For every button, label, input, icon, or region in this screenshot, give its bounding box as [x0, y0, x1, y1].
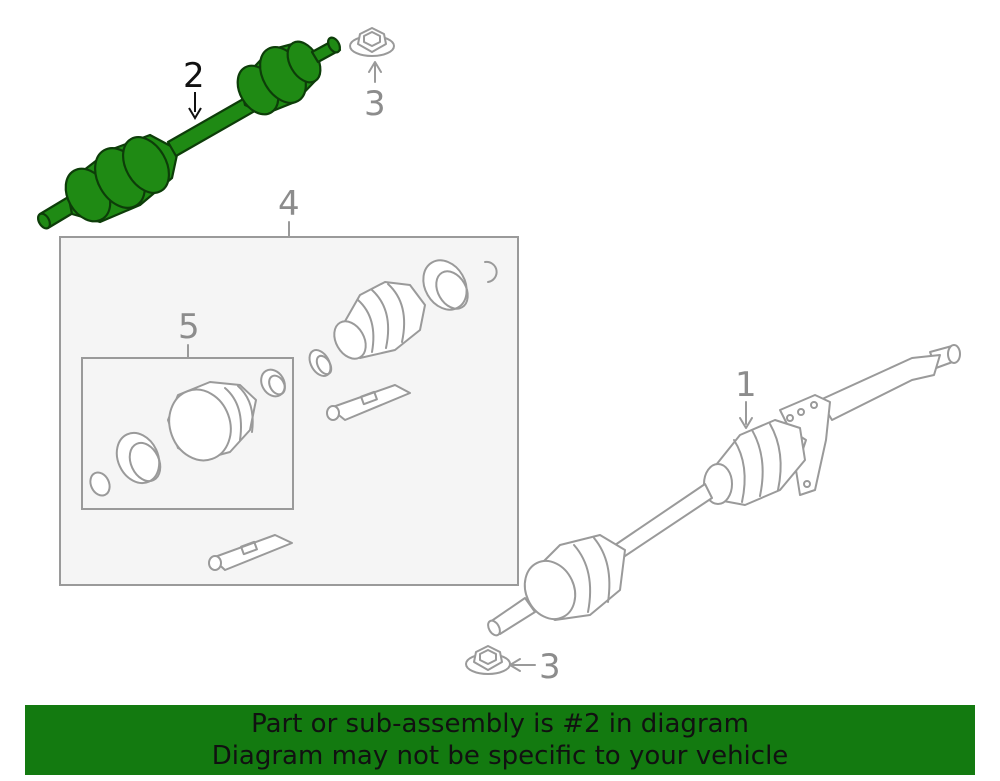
- callout-2-arrow: [188, 92, 202, 120]
- callout-2: 2: [183, 56, 205, 96]
- callout-4: 4: [278, 184, 300, 224]
- snap-ring-kit-item[interactable]: [484, 260, 498, 283]
- axle-shaft-part-2[interactable]: [36, 36, 343, 231]
- callout-5: 5: [178, 307, 200, 347]
- nut-part-3-top[interactable]: [349, 27, 395, 57]
- grease-tube-kit-item-upper[interactable]: [326, 384, 411, 421]
- nut-part-3-bottom[interactable]: [465, 645, 511, 675]
- boot-sub-kit-item[interactable]: [159, 381, 257, 469]
- axle-assembly-part-1[interactable]: [486, 344, 961, 637]
- small-ring-sub-kit-item[interactable]: [256, 365, 289, 400]
- banner-line-1: Part or sub-assembly is #2 in diagram: [251, 709, 749, 739]
- callout-3-bottom-arrow: [509, 658, 536, 672]
- boot-kit-item[interactable]: [328, 281, 426, 364]
- grease-tube-kit-item-lower[interactable]: [208, 534, 293, 571]
- clamp-ring-sub-kit-item[interactable]: [109, 426, 167, 490]
- clamp-ring-kit-item[interactable]: [415, 252, 476, 317]
- callout-3-bottom: 3: [539, 647, 561, 687]
- o-ring-sub-kit-item[interactable]: [87, 469, 113, 498]
- info-banner: Part or sub-assembly is #2 in diagram Di…: [25, 705, 975, 775]
- callout-3-top: 3: [364, 84, 386, 124]
- small-ring-kit-item[interactable]: [305, 346, 335, 379]
- banner-line-2: Diagram may not be specific to your vehi…: [211, 741, 789, 771]
- callout-1-arrow: [739, 401, 753, 429]
- callout-1: 1: [735, 365, 757, 405]
- callout-3-top-arrow: [368, 61, 382, 83]
